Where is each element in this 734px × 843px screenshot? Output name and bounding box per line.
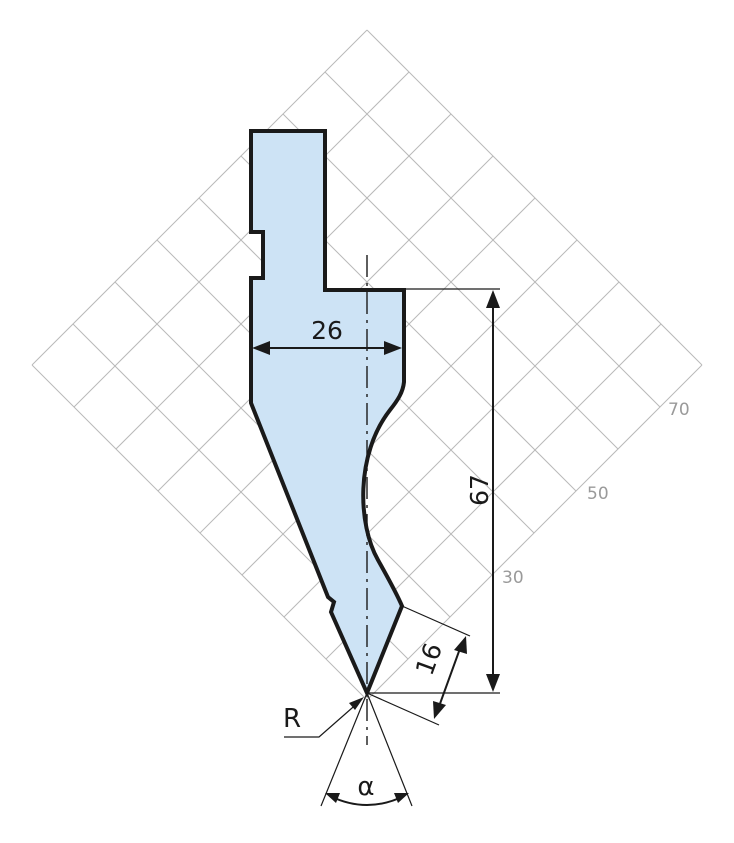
angle-symbol: α (357, 772, 374, 802)
scale-label-70: 70 (668, 400, 690, 420)
angle-indicator (320, 692, 413, 807)
radius-symbol: R (283, 704, 301, 734)
width-dimension (252, 341, 402, 355)
scale-label-30: 30 (502, 568, 524, 588)
height-value: 67 (465, 474, 494, 506)
tip-height-value: 16 (410, 639, 448, 679)
punch-profile (249, 129, 406, 699)
width-value: 26 (311, 316, 343, 345)
scale-label-50: 50 (587, 484, 609, 504)
radius-leader (284, 697, 364, 738)
height-dimension (367, 288, 500, 694)
tip-height-dimension (366, 605, 471, 726)
